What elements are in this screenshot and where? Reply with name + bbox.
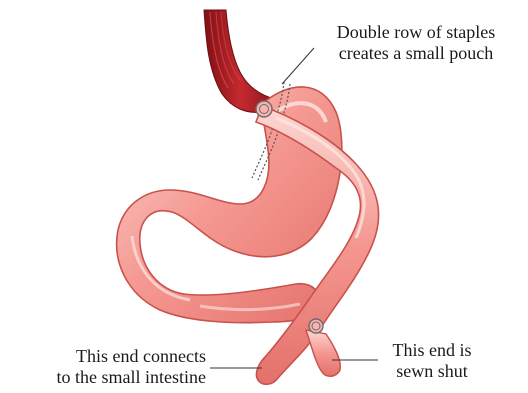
stomach (117, 87, 342, 323)
connects-label-line2: to the small intestine (20, 367, 206, 388)
sewn-label-line2: sewn shut (376, 361, 488, 382)
esophagus (204, 10, 278, 112)
staples-label: Double row of staples creates a small po… (310, 22, 522, 64)
anastomosis-ring-top (256, 101, 272, 117)
staples-label-line2: creates a small pouch (310, 43, 522, 64)
sewn-shut-end (306, 330, 340, 376)
connects-label-line1: This end connects (20, 346, 206, 367)
sewn-label: This end is sewn shut (376, 340, 488, 382)
anastomosis-ring-bottom (309, 319, 323, 333)
staples-label-line1: Double row of staples (310, 22, 522, 43)
connects-label: This end connects to the small intestine (20, 346, 206, 388)
sewn-label-line1: This end is (376, 340, 488, 361)
